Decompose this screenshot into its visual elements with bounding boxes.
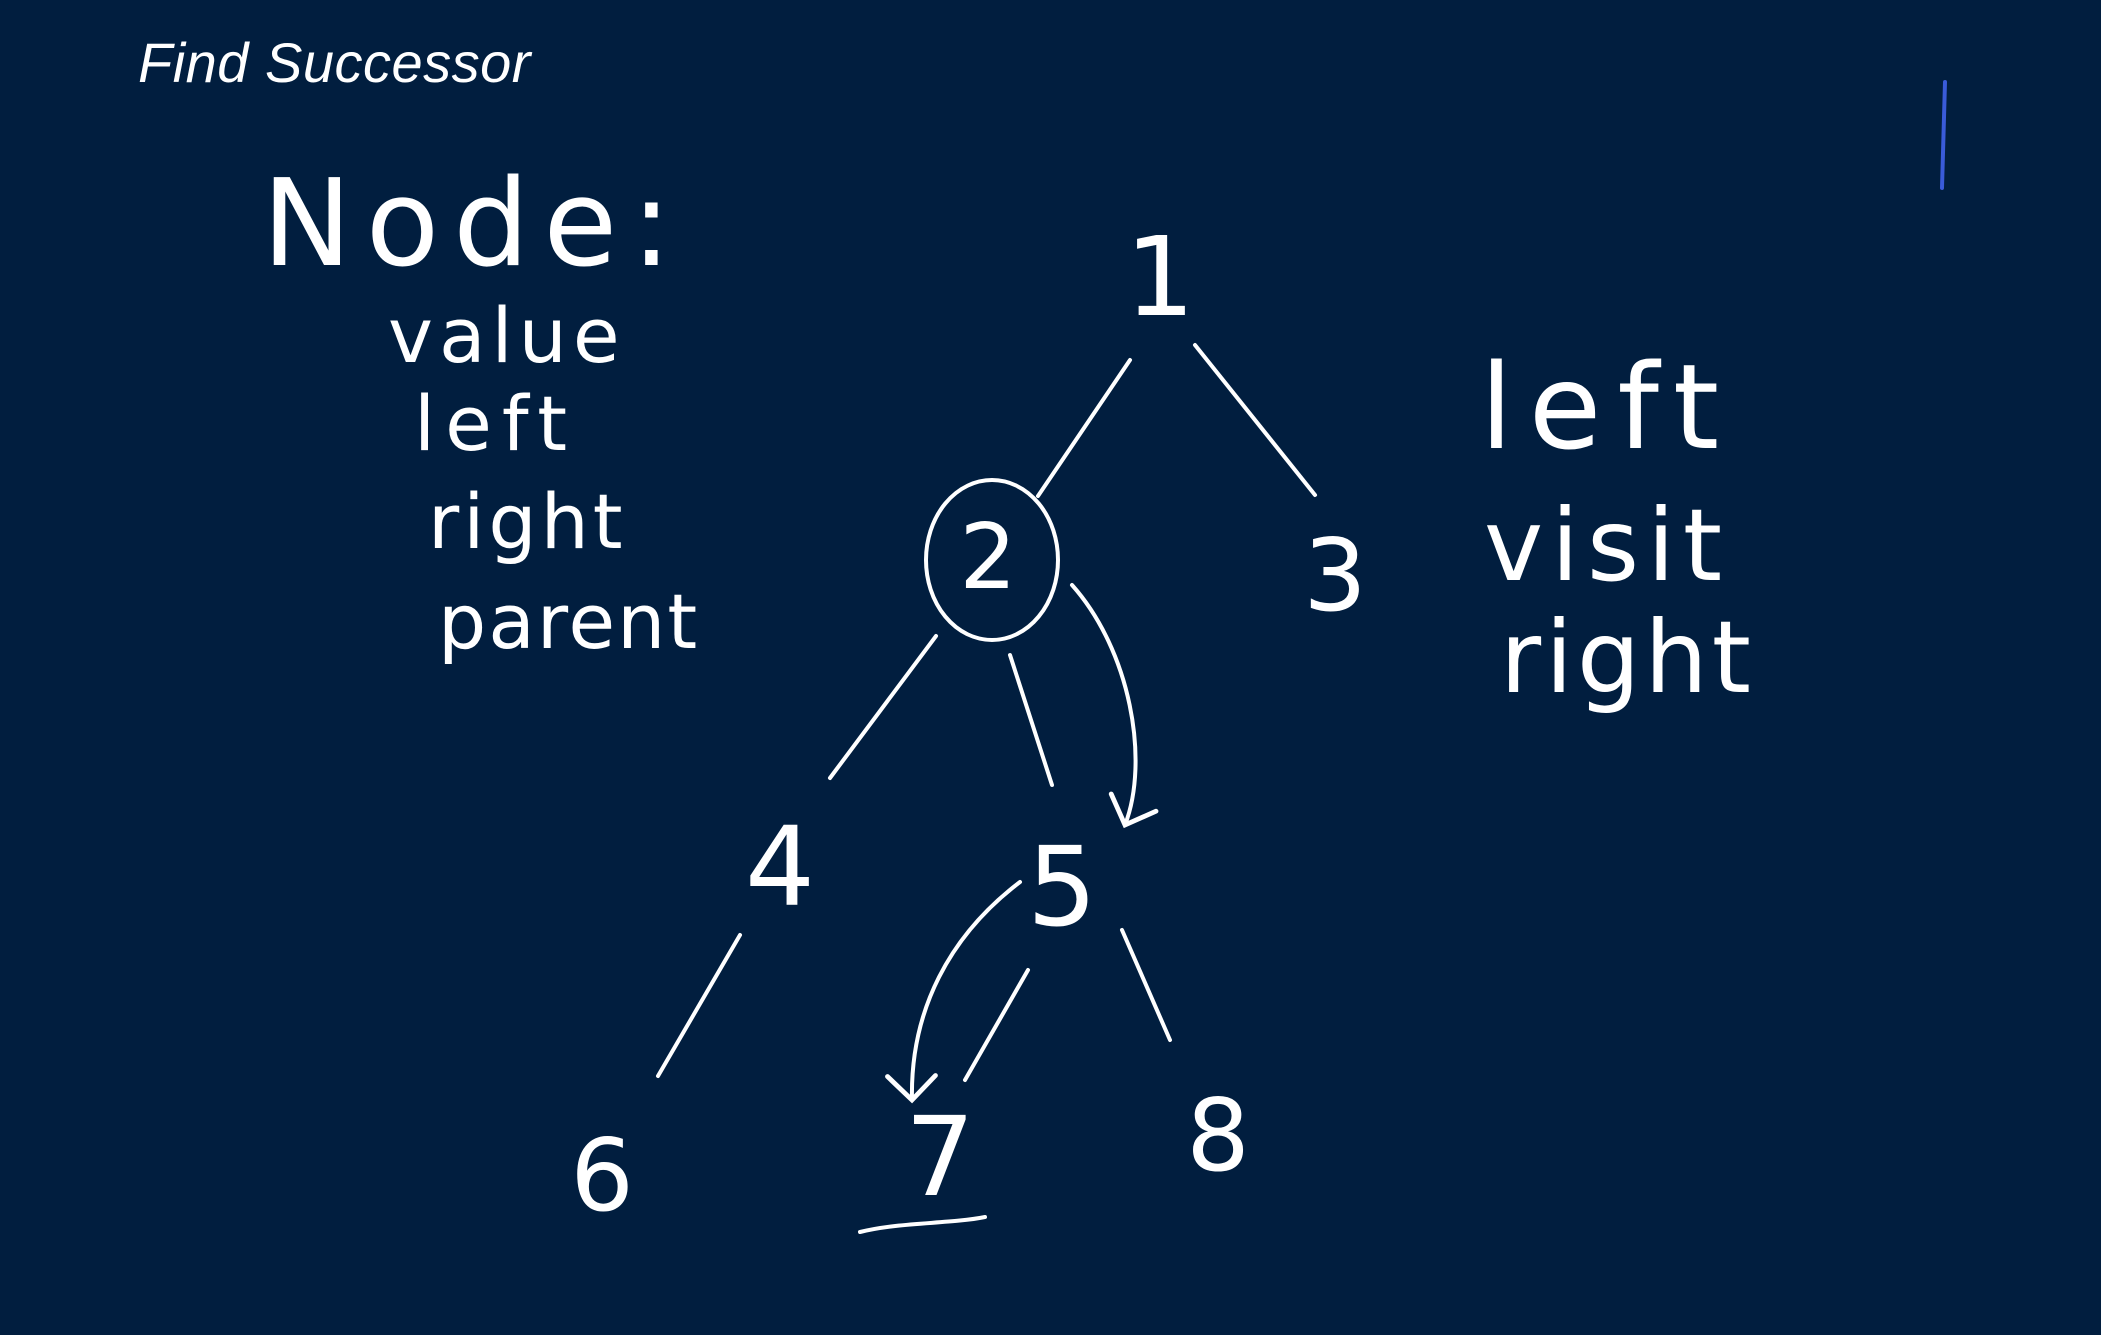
tree-node-7: 7 [905,1093,975,1221]
edge-5-8 [1120,928,1172,1042]
tree-node-8: 8 [1186,1077,1250,1194]
node-field-parent: parent [438,577,699,666]
tree-node-5: 5 [1027,823,1097,951]
arrow-2-to-5 [1070,583,1159,829]
edge-1-3 [1193,343,1317,497]
page-title: Find Successor [138,31,531,94]
tree-node-2: 2 [959,505,1016,610]
underline-node-7 [858,1215,987,1234]
edge-2-5 [1008,653,1054,787]
edge-2-4 [828,634,938,780]
tree-node-3: 3 [1303,517,1367,634]
node-fields-heading: Node: [262,155,686,294]
node-field-value: value [388,291,626,380]
edge-1-2 [1036,358,1132,498]
arrow-5-to-7 [885,880,1022,1104]
edge-5-7 [963,968,1030,1082]
edge-4-6 [656,933,742,1078]
node-field-right: right [428,477,627,566]
traversal-step-right: right [1500,599,1755,716]
highlight-circle-node-2 [924,478,1060,642]
traversal-step-visit: visit [1484,487,1730,604]
node-field-left: left [414,379,577,468]
tree-node-4: 4 [745,803,815,931]
traversal-step-left: left [1480,338,1735,476]
pen-cursor-icon [1940,80,1947,190]
tree-node-1: 1 [1125,213,1195,341]
tree-node-6: 6 [570,1117,634,1234]
